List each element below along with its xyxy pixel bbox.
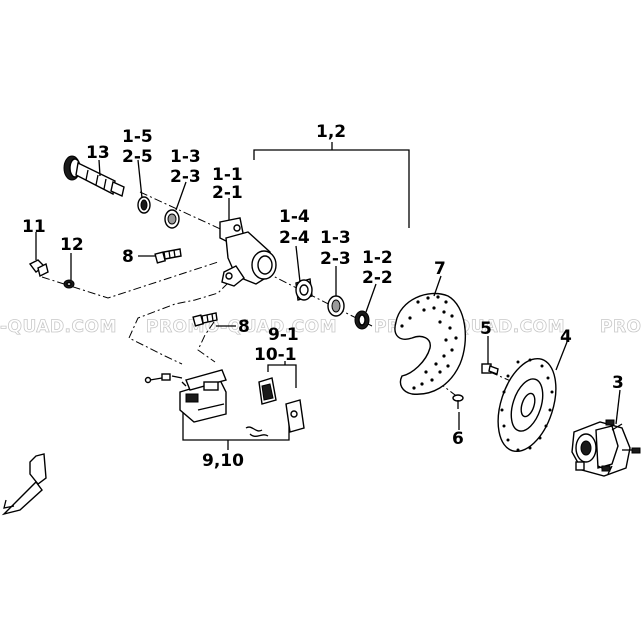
- part-1-3-bearing-lower: [327, 295, 345, 317]
- part-13-spindle-shaft: [63, 155, 125, 197]
- label-2-5: 2-5: [122, 147, 153, 167]
- bracket-group-9-10: [182, 412, 290, 450]
- label-2-1: 2-1: [212, 183, 243, 203]
- label-2-3-lower: 2-3: [320, 249, 351, 269]
- watermark: -QUAD.COM PROMO-QUAD.COM PROMO-QUAD.COM …: [0, 317, 642, 338]
- label-6: 6: [452, 429, 464, 449]
- part-labels: 13 1-5 2-5 1-3 2-3 1-1 2-1 1,2 11 12 8 1…: [22, 122, 624, 471]
- label-4: 4: [560, 327, 572, 347]
- label-3: 3: [612, 373, 624, 393]
- label-8-upper: 8: [122, 247, 134, 267]
- front-direction-arrow-icon: [1, 453, 47, 516]
- watermark-left: -QUAD.COM: [0, 317, 117, 337]
- part-9-brake-caliper: [144, 369, 227, 423]
- part-7-dust-shield: [394, 292, 467, 395]
- part-3-wheel-hub: [571, 419, 641, 477]
- label-1-1: 1-1: [212, 165, 243, 185]
- label-1-4: 1-4: [279, 207, 310, 227]
- label-7: 7: [434, 259, 446, 279]
- part-1-5-seal: [137, 196, 151, 214]
- label-1-2: 1-2: [362, 248, 393, 268]
- label-5: 5: [480, 319, 492, 339]
- part-9-1-brake-pads: [245, 377, 305, 437]
- label-1-3-upper: 1-3: [170, 147, 201, 167]
- part-5-bolt: [481, 363, 499, 375]
- part-12-nut: [63, 279, 75, 289]
- label-12: 12: [60, 235, 84, 255]
- label-9-1: 9-1: [268, 325, 299, 345]
- watermark-right: PRO: [600, 317, 642, 337]
- label-13: 13: [86, 143, 110, 163]
- label-8-lower: 8: [238, 317, 250, 337]
- label-2-3-upper: 2-3: [170, 167, 201, 187]
- label-11: 11: [22, 217, 46, 237]
- label-1-3-lower: 1-3: [320, 228, 351, 248]
- part-1-4-spacer: [295, 278, 313, 301]
- part-11-bolt: [28, 259, 49, 278]
- part-6-screw: [452, 394, 464, 409]
- label-10-1: 10-1: [254, 345, 297, 365]
- part-4-brake-disc: [497, 357, 557, 453]
- watermark-1: PROMO-QUAD.COM: [146, 317, 337, 337]
- label-1-2-group: 1,2: [316, 122, 346, 142]
- part-1-1-knuckle: [219, 217, 277, 287]
- label-2-4: 2-4: [279, 228, 310, 248]
- label-9-10: 9,10: [202, 451, 244, 471]
- part-8-bolt-lower: [192, 312, 218, 327]
- part-8-bolt-upper: [154, 248, 182, 264]
- part-1-3-bearing-upper: [164, 209, 180, 229]
- label-2-2: 2-2: [362, 268, 393, 288]
- part-1-2-seal: [354, 310, 370, 330]
- leader-lines: [35, 159, 621, 430]
- bracket-group-9-1: [267, 361, 297, 388]
- bracket-group-1-2: [253, 142, 410, 228]
- label-1-5: 1-5: [122, 127, 153, 147]
